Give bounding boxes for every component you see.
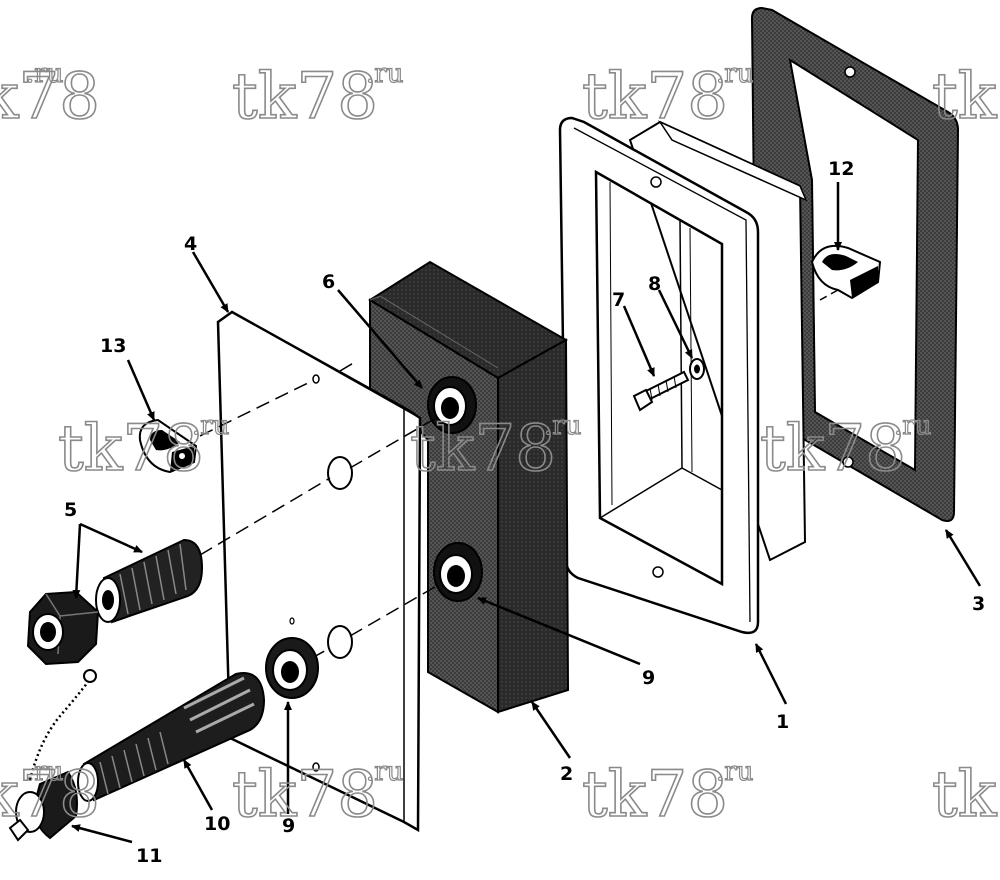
bolt-part-7: [632, 370, 690, 412]
callout-3: 3: [972, 593, 985, 615]
cap-part-11: [8, 669, 97, 842]
leader-lines: [71, 182, 982, 844]
fitting-part-9-lower: [265, 637, 319, 699]
fitting-part-6: [427, 376, 477, 434]
watermark-suffix: .ru: [894, 411, 931, 441]
watermark-text: tk78: [0, 60, 100, 134]
watermark-suffix: .ru: [26, 59, 63, 89]
callout-13: 13: [100, 335, 126, 357]
watermark-text: tk78: [232, 60, 378, 134]
watermark-suffix: .ru: [716, 757, 753, 787]
watermark-text: tk78: [932, 758, 1000, 832]
watermark-suffix: .ru: [544, 411, 581, 441]
fitting-part-9-upper: [433, 542, 483, 602]
callout-2: 2: [560, 763, 573, 785]
watermark-text: tk78: [932, 60, 1000, 134]
callout-6: 6: [322, 271, 335, 293]
nipple-part-5: [95, 538, 204, 624]
washer-part-8: [689, 358, 705, 380]
callout-7: 7: [612, 289, 625, 311]
callout-1: 1: [776, 711, 789, 733]
nut-part-5: [26, 590, 100, 666]
block-part-2: [368, 260, 570, 714]
housing-part-1: [558, 116, 808, 635]
plate-part-4: [216, 310, 422, 833]
watermark-text: tk78: [582, 60, 728, 134]
callout-labels: 1 2 3 4 5 6 7 8 9 9 10 11 12 13: [64, 158, 985, 867]
clip-part-13: [138, 418, 198, 474]
watermark-text: tk78: [410, 412, 556, 486]
watermark-text: tk78: [0, 758, 100, 832]
callout-12: 12: [828, 158, 854, 180]
watermark-suffix: .ru: [716, 59, 753, 89]
callout-4: 4: [184, 233, 197, 255]
callout-9-right: 9: [642, 667, 655, 689]
watermark-suffix: .ru: [366, 757, 403, 787]
watermark-text: tk78: [582, 758, 728, 832]
callout-10: 10: [204, 813, 230, 835]
callout-5: 5: [64, 499, 77, 521]
watermark-suffix: .ru: [366, 59, 403, 89]
watermark-text: tk78: [232, 758, 378, 832]
watermark-text: tk78: [58, 412, 204, 486]
watermarks: tk78 .ru tk78 .ru tk78 .ru tk78 tk78 .ru…: [0, 58, 1000, 832]
watermark-text: tk78: [760, 412, 906, 486]
callout-9-bottom: 9: [282, 815, 295, 837]
watermark-suffix: .ru: [192, 411, 229, 441]
watermark-suffix: .ru: [26, 757, 63, 787]
callout-8: 8: [648, 273, 661, 295]
callout-11: 11: [136, 845, 162, 867]
tube-part-10: [77, 672, 266, 802]
clamp-part-12: [810, 244, 882, 301]
